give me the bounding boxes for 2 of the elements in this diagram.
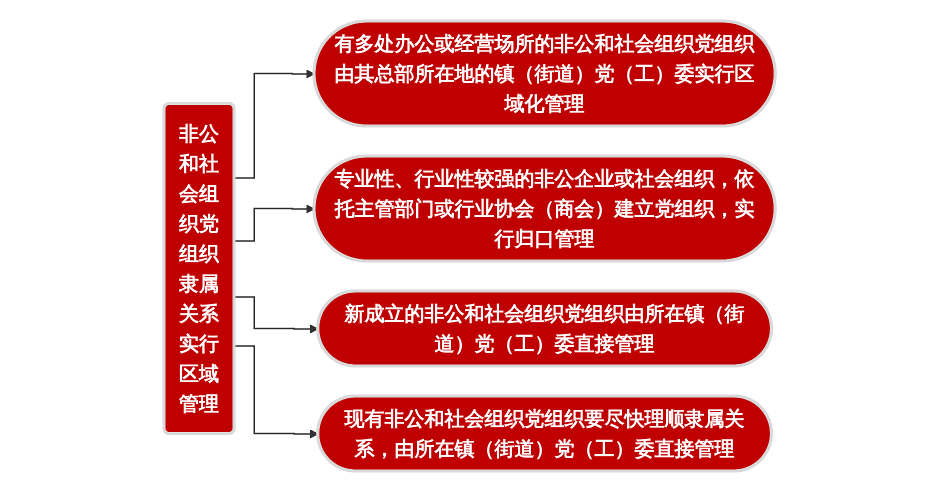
arrow xyxy=(234,69,316,178)
arrow xyxy=(234,204,316,242)
